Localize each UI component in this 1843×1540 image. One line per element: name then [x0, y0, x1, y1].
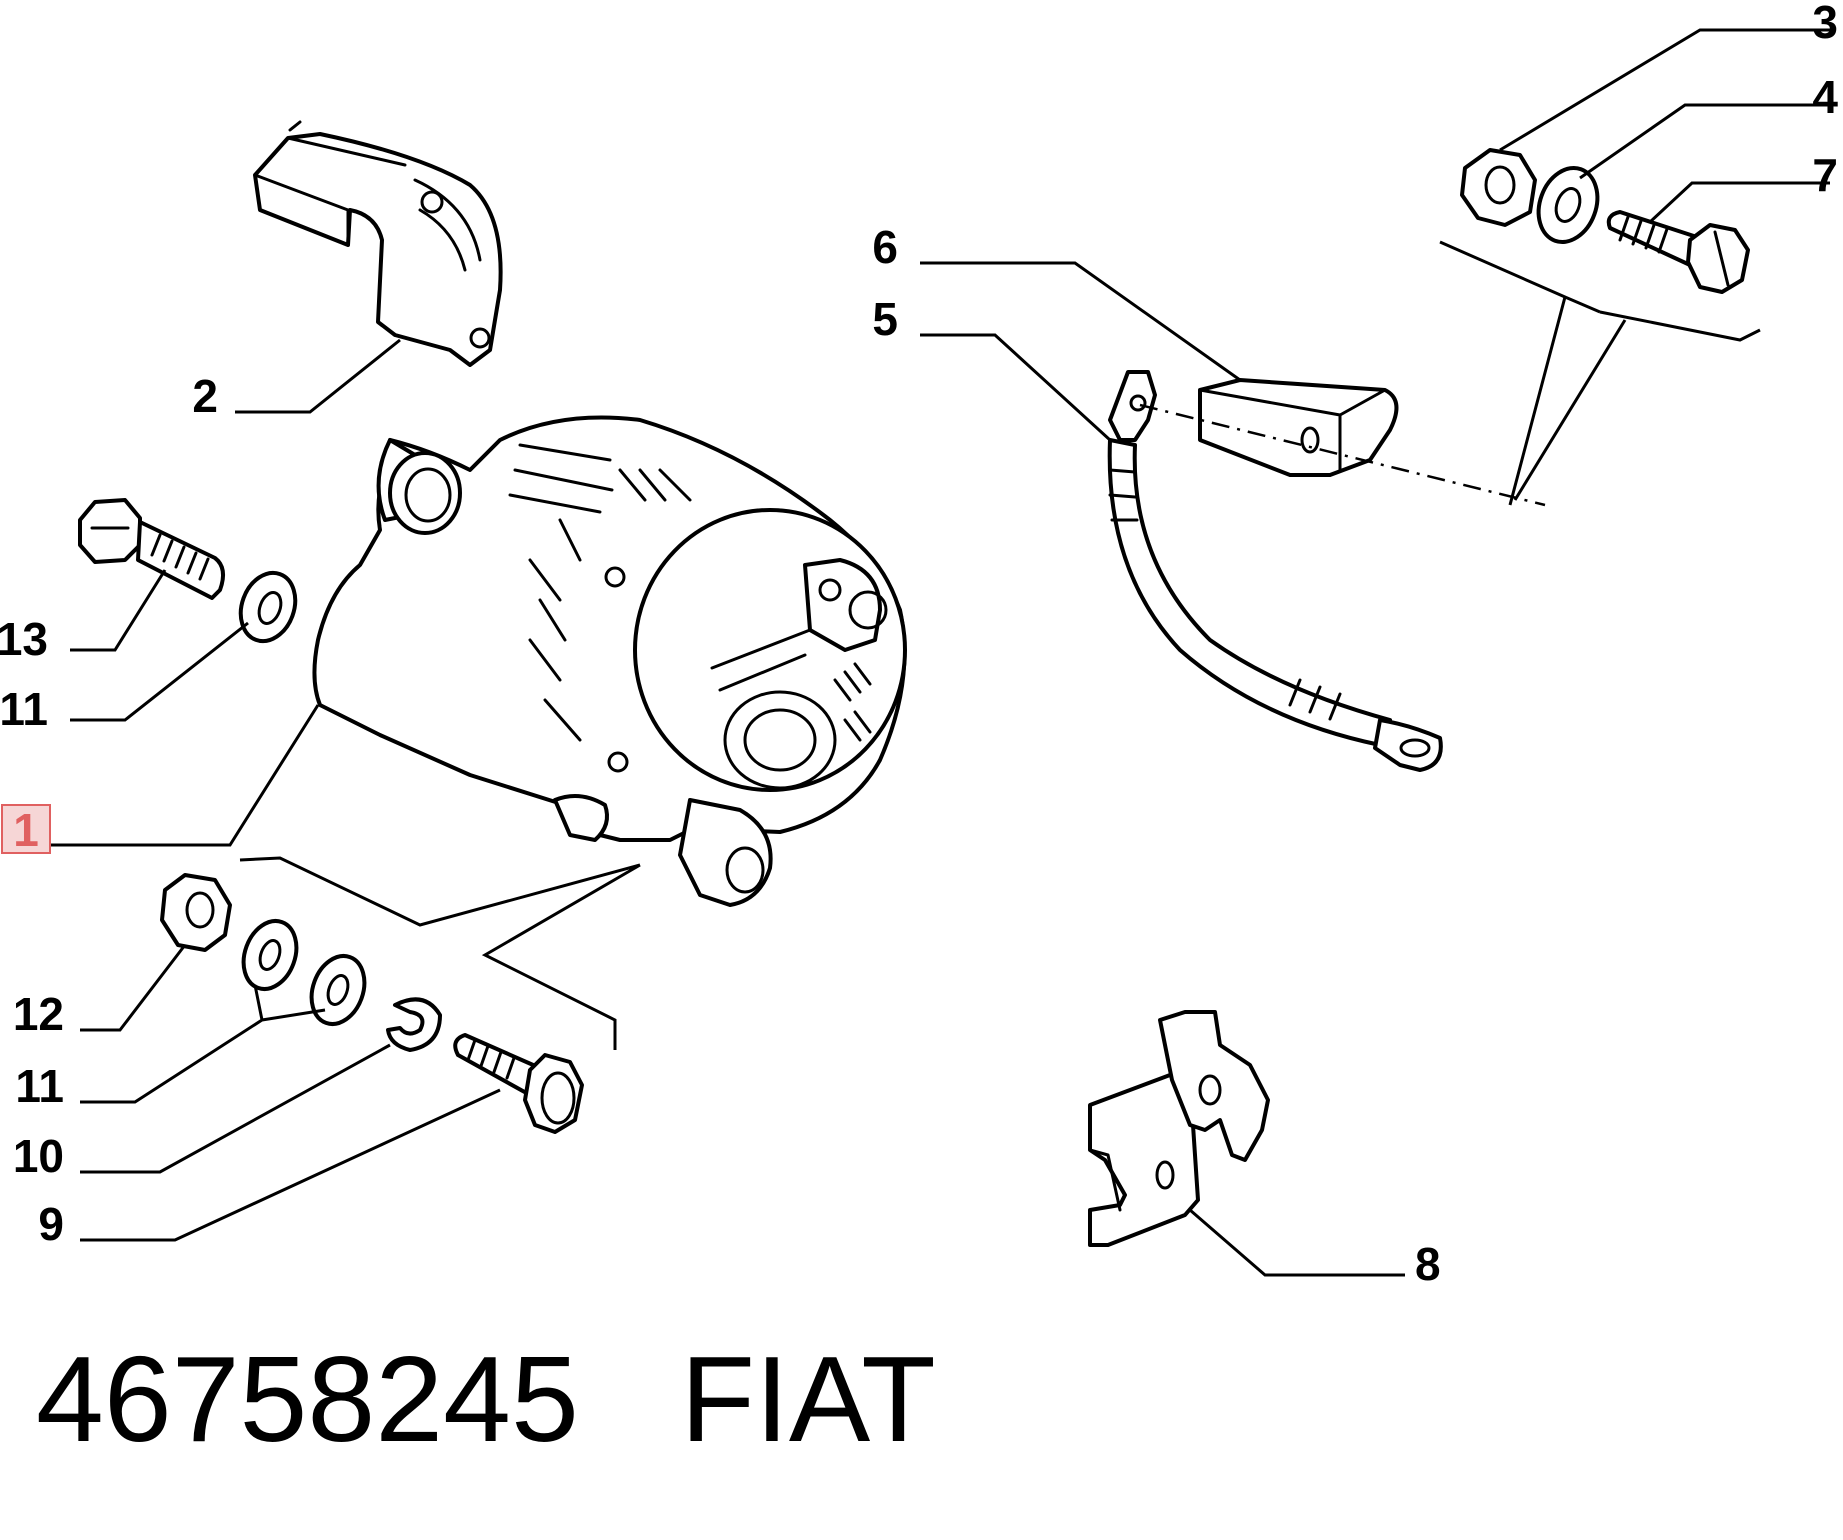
- heat-shield-icon: [253, 120, 503, 367]
- callout-3[interactable]: 3: [1812, 0, 1838, 48]
- washer-icon: [1536, 166, 1600, 244]
- brand-name: FIAT: [680, 1331, 936, 1467]
- part-caption: 46758245 FIAT: [36, 1338, 936, 1460]
- bolt-icon: [1606, 210, 1750, 294]
- part-number: 46758245: [36, 1331, 579, 1467]
- callout-7[interactable]: 7: [1812, 149, 1838, 201]
- nut-icon: [1460, 148, 1537, 227]
- callout-11-bottom[interactable]: 11: [15, 1060, 64, 1112]
- callout-12[interactable]: 12: [13, 988, 64, 1040]
- spring-washer-icon: [386, 997, 442, 1052]
- cover-icon: [1198, 378, 1399, 477]
- callout-6[interactable]: 6: [872, 221, 898, 273]
- callout-5[interactable]: 5: [872, 293, 898, 345]
- callout-2[interactable]: 2: [192, 370, 218, 422]
- callout-4[interactable]: 4: [1812, 71, 1838, 123]
- highlight-box: [1, 804, 51, 854]
- callout-10[interactable]: 10: [13, 1130, 64, 1182]
- callout-13[interactable]: 13: [0, 613, 48, 665]
- assembly-axis-lines: [1139, 403, 1546, 507]
- callout-8[interactable]: 8: [1415, 1238, 1441, 1290]
- callout-1[interactable]: 1: [13, 804, 39, 856]
- bolt-icon: [453, 1033, 584, 1134]
- washer-icon: [241, 919, 367, 1026]
- ground-cable-icon: [1107, 370, 1443, 772]
- alternator-icon: [312, 415, 907, 907]
- nut-icon: [160, 873, 232, 952]
- callout-11-top[interactable]: 11: [0, 683, 48, 735]
- callout-9[interactable]: 9: [38, 1198, 64, 1250]
- washer-icon: [238, 570, 298, 644]
- bolt-icon: [78, 498, 226, 600]
- bracket-icon: [1088, 1010, 1270, 1247]
- leader-lines: [50, 28, 1830, 1277]
